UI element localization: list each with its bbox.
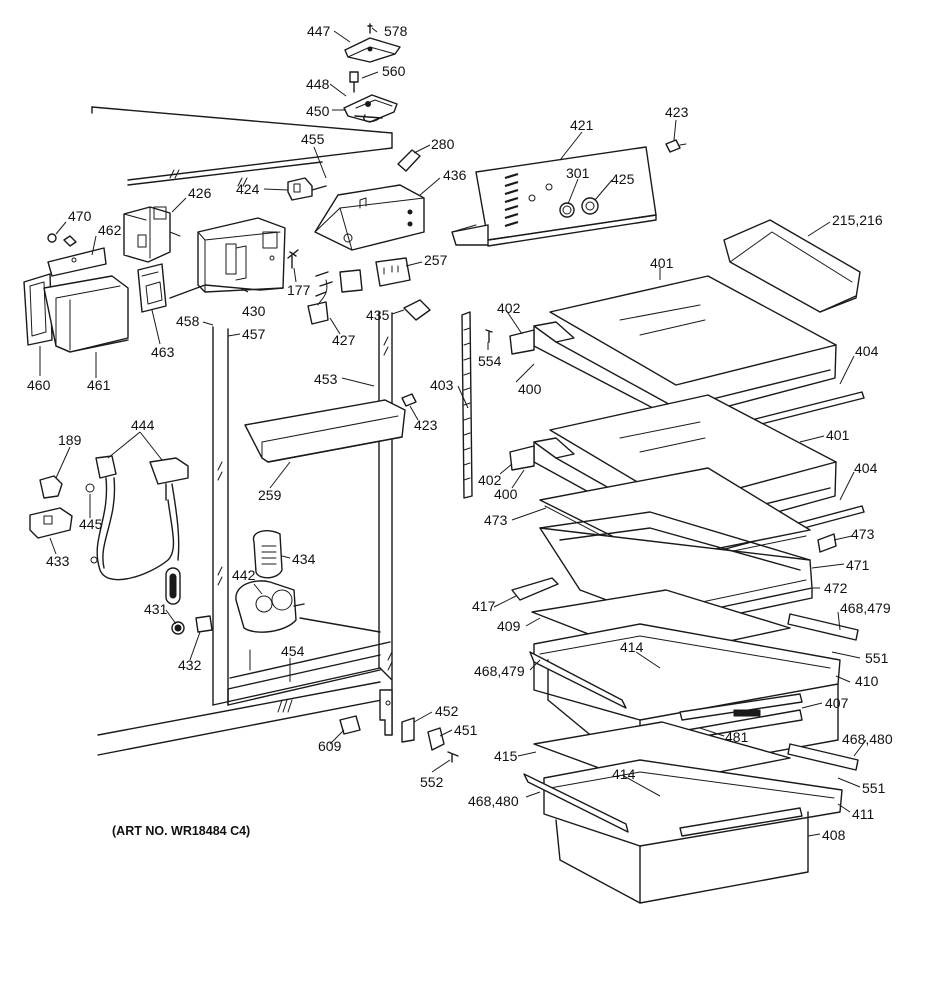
callout-445: 445 xyxy=(79,516,103,532)
callout-578: 578 xyxy=(384,23,408,39)
art-number: (ART NO. WR18484 C4) xyxy=(112,824,250,838)
callout-481: 481 xyxy=(725,729,749,745)
callout-468-479: 468,479 xyxy=(840,600,891,616)
callout-427: 427 xyxy=(332,332,356,348)
callout-402: 402 xyxy=(478,472,502,488)
callout-411: 411 xyxy=(852,806,875,822)
callout-401: 401 xyxy=(650,255,674,271)
callout-415: 415 xyxy=(494,748,518,764)
cabinet-liner xyxy=(91,106,393,756)
callout-259: 259 xyxy=(258,487,282,503)
hinge-parts xyxy=(339,715,459,763)
callout-451: 451 xyxy=(454,722,478,738)
callout-455: 455 xyxy=(301,131,325,147)
callout-410: 410 xyxy=(855,673,879,689)
callout-463: 463 xyxy=(151,344,175,360)
callout-470: 470 xyxy=(68,208,92,224)
callout-425: 425 xyxy=(611,171,635,187)
callout-468-480: 468,480 xyxy=(468,793,519,809)
crisper-upper-407 xyxy=(529,589,859,777)
callout-473: 473 xyxy=(851,526,875,542)
callout-407: 407 xyxy=(825,695,849,711)
control-housing xyxy=(123,177,327,299)
callout-442: 442 xyxy=(232,567,256,583)
callout-460: 460 xyxy=(27,377,51,393)
callout-468-479: 468,479 xyxy=(474,663,525,679)
callout-430: 430 xyxy=(242,303,266,319)
water-valve-assembly xyxy=(29,455,189,581)
callout-414: 414 xyxy=(612,766,636,782)
callout-417: 417 xyxy=(472,598,496,614)
callout-453: 453 xyxy=(314,371,338,387)
control-panel-421 xyxy=(451,139,687,247)
callout-454: 454 xyxy=(281,643,305,659)
callout-421: 421 xyxy=(570,117,594,133)
callout-551: 551 xyxy=(862,780,886,796)
callout-436: 436 xyxy=(443,167,467,183)
control-knob-assembly xyxy=(343,23,401,123)
callout-457: 457 xyxy=(242,326,266,342)
callout-404: 404 xyxy=(855,343,879,359)
callout-408: 408 xyxy=(822,827,846,843)
callout-432: 432 xyxy=(178,657,202,673)
callout-444: 444 xyxy=(131,417,155,433)
callout-414: 414 xyxy=(620,639,644,655)
callout-458: 458 xyxy=(176,313,200,329)
callout-257: 257 xyxy=(424,252,448,268)
callout-189: 189 xyxy=(58,432,82,448)
callout-431: 431 xyxy=(144,601,168,617)
callout-402: 402 xyxy=(497,300,521,316)
callout-560: 560 xyxy=(382,63,406,79)
callout-461: 461 xyxy=(87,377,111,393)
screw-423 xyxy=(401,393,417,407)
callout-450: 450 xyxy=(306,103,330,119)
callout-609: 609 xyxy=(318,738,342,754)
callout-404: 404 xyxy=(854,460,878,476)
callout-426: 426 xyxy=(188,185,212,201)
callout-423: 423 xyxy=(665,104,689,120)
callout-468-480: 468,480 xyxy=(842,731,893,747)
vent-duct-436 xyxy=(314,184,425,251)
callout-462: 462 xyxy=(98,222,122,238)
thermistor-280 xyxy=(397,149,421,172)
callout-400: 400 xyxy=(518,381,542,397)
callout-473: 473 xyxy=(484,512,508,528)
callout-403: 403 xyxy=(430,377,454,393)
crisper-lower-408 xyxy=(523,721,859,904)
dairy-bin-215 xyxy=(723,219,861,313)
callout-424: 424 xyxy=(236,181,260,197)
callout-423: 423 xyxy=(414,417,438,433)
cover-259 xyxy=(244,399,406,463)
callout-552: 552 xyxy=(420,774,444,790)
callout-448: 448 xyxy=(306,76,330,92)
callout-labels: 447 578 448 560 450 455 280 421 423 426 … xyxy=(27,23,893,843)
callout-301: 301 xyxy=(566,165,590,181)
callout-215-216: 215,216 xyxy=(832,212,883,228)
callout-280: 280 xyxy=(431,136,455,152)
callout-452: 452 xyxy=(435,703,459,719)
callout-409: 409 xyxy=(497,618,521,634)
callout-434: 434 xyxy=(292,551,316,567)
relay-wiring xyxy=(307,257,431,325)
callout-435: 435 xyxy=(366,307,390,323)
callout-401: 401 xyxy=(826,427,850,443)
callout-177: 177 xyxy=(287,282,311,298)
callout-400: 400 xyxy=(494,486,518,502)
fan-damper-parts xyxy=(165,530,305,635)
callout-471: 471 xyxy=(846,557,870,573)
ice-dispenser-fittings xyxy=(23,233,167,353)
callout-447: 447 xyxy=(307,23,331,39)
leader-lines xyxy=(39,27,867,837)
callout-472: 472 xyxy=(824,580,848,596)
callout-554: 554 xyxy=(478,353,502,369)
callout-551: 551 xyxy=(865,650,889,666)
snack-pan-471 xyxy=(511,467,837,631)
callout-433: 433 xyxy=(46,553,70,569)
